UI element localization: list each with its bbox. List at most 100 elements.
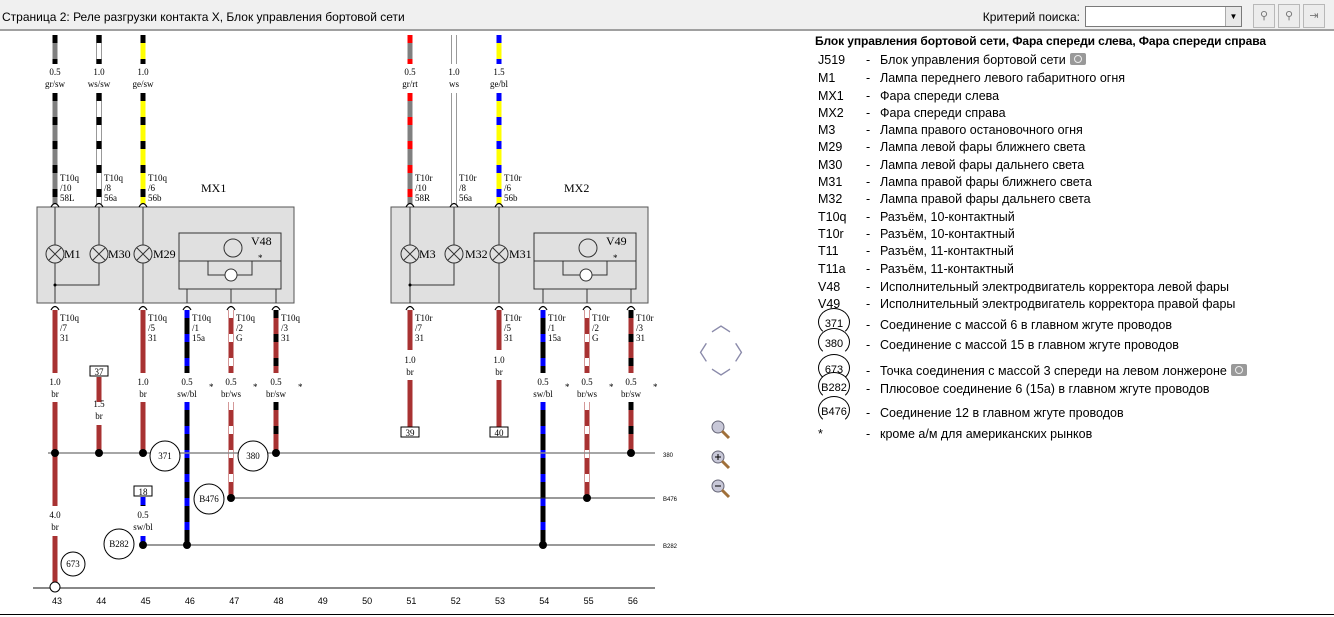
column-number: 43 (52, 596, 62, 606)
ground-connection-circle (237, 440, 269, 472)
scroll-up-arrow-icon[interactable]: ︿ (711, 314, 731, 336)
connector-terminal: 31 (504, 333, 513, 343)
connector-terminal: 31 (636, 333, 645, 343)
legend-code: M3 (818, 123, 836, 137)
reference-box (400, 426, 420, 438)
legend-panel: Блок управления бортовой сети, Фара спер… (812, 33, 1334, 453)
connector-pin-icon (538, 305, 548, 311)
connector-label: T10q (236, 313, 255, 323)
connector-pin: /3 (281, 323, 289, 333)
legend-desc: Блок управления бортовой сети (880, 53, 1086, 67)
column-number: 55 (584, 596, 594, 606)
wire-color: br (495, 367, 503, 377)
wires (52, 35, 634, 585)
wire-color: br (139, 389, 147, 399)
legend-dash: - (866, 406, 871, 420)
junction-dot (627, 449, 635, 457)
legend-desc: Соединение с массой 6 в главном жгуте пр… (880, 318, 1172, 332)
connector-terminal: 31 (281, 333, 290, 343)
search-criteria-select[interactable]: ▼ (1085, 6, 1242, 27)
column-number: 52 (451, 596, 461, 606)
connector-label: T10r (415, 173, 433, 183)
legend-desc-text: Лампа левой фары дальнего света (880, 158, 1085, 172)
wire-gauge: 1.0 (93, 67, 105, 77)
wire-gauge: 4.0 (49, 510, 61, 520)
legend-desc-text: кроме а/м для американских рынков (880, 427, 1093, 441)
horizontal-scrollbar[interactable] (0, 614, 1334, 617)
legend-desc-text: Фара спереди справа (880, 106, 1006, 120)
legend-code: M1 (818, 71, 836, 85)
find-button[interactable]: ⚲ (1253, 4, 1275, 28)
connector-label: T10q (104, 173, 123, 183)
camera-icon[interactable] (1230, 364, 1247, 376)
scroll-right-arrow-icon[interactable]: 〉 (734, 343, 754, 365)
export-button[interactable]: ⇥ (1303, 4, 1325, 28)
zoom-out-icon[interactable] (710, 478, 732, 500)
legend-code: T10q (818, 210, 847, 224)
connector-terminal: 31 (148, 333, 157, 343)
wire-gauge: 1.0 (137, 67, 149, 77)
legend-dash: - (866, 192, 871, 206)
zoom-fit-icon[interactable] (710, 419, 732, 441)
legend-desc: Разъём, 10-контактный (880, 227, 1015, 241)
connector-terminal: 58L (60, 193, 75, 203)
column-number: 50 (362, 596, 372, 606)
connector-terminal: G (236, 333, 243, 343)
legend-code: B282 (818, 372, 850, 400)
connector-pin-icon (405, 202, 415, 208)
connector-pin-icon (582, 305, 592, 311)
ground-point-icon (49, 581, 61, 593)
legend-desc-text: Соединение 12 в главном жгуте проводов (880, 406, 1124, 420)
legend-dash: - (866, 123, 871, 137)
scroll-down-arrow-icon[interactable]: ﹀ (711, 368, 731, 390)
wire-color: br (95, 411, 103, 421)
legend-desc-text: Разъём, 10-контактный (880, 227, 1015, 241)
legend-desc: Соединение с массой 15 в главном жгуте п… (880, 338, 1179, 352)
legend-desc-text: Плюсовое соединение 6 (15a) в главном жг… (880, 382, 1210, 396)
wire-gauge: 0.5 (625, 377, 637, 387)
connector-terminal: 15a (192, 333, 205, 343)
wire-gauge: 0.5 (181, 377, 193, 387)
legend-code: M32 (818, 192, 843, 206)
connector-label: T10q (60, 173, 79, 183)
wire-color: br (51, 522, 59, 532)
lamp-label: M29 (153, 247, 176, 261)
column-number: 54 (539, 596, 549, 606)
connector-pin: /10 (60, 183, 72, 193)
connector-label: T10r (592, 313, 610, 323)
legend-dash: - (866, 227, 871, 241)
mx1-label: MX1 (201, 181, 226, 195)
connector-label: T10r (504, 173, 522, 183)
chevron-down-icon[interactable]: ▼ (1225, 7, 1241, 26)
wire-color: ge/bl (490, 79, 508, 89)
connector-label: T10r (415, 313, 433, 323)
legend-dash: - (866, 71, 871, 85)
wire-gauge: 0.5 (404, 67, 416, 77)
legend-code: T11 (818, 244, 839, 258)
wire-color: sw/bl (133, 522, 153, 532)
junction-dot (539, 541, 547, 549)
connector-terminal: 31 (60, 333, 69, 343)
connector-pin-icon (50, 202, 60, 208)
toolbar: Страница 2: Реле разгрузки контакта X, Б… (0, 0, 1334, 31)
legend-dash: - (866, 382, 871, 396)
connector-pin-icon (626, 305, 636, 311)
legend-code: 380 (818, 328, 850, 356)
connector-label: T10r (636, 313, 654, 323)
star-mark: * (609, 382, 614, 392)
connector-pin-icon (50, 305, 60, 311)
junction-dot (583, 494, 591, 502)
zoom-in-icon[interactable] (710, 449, 732, 471)
connector-label: T10q (148, 313, 167, 323)
legend-desc: Лампа правого остановочного огня (880, 123, 1083, 137)
legend-desc-text: Фара спереди слева (880, 89, 1000, 103)
legend-desc: Лампа левой фары дальнего света (880, 158, 1084, 172)
legend-dash: - (866, 262, 871, 276)
connector-pin-icon (182, 305, 192, 311)
scroll-left-arrow-icon[interactable]: 〈 (688, 343, 708, 365)
connector-label: T10q (281, 313, 300, 323)
legend-dash: - (866, 158, 871, 172)
connector-terminal: 58R (415, 193, 430, 203)
find-next-button[interactable]: ⚲ (1278, 4, 1300, 28)
camera-icon[interactable] (1069, 53, 1086, 65)
